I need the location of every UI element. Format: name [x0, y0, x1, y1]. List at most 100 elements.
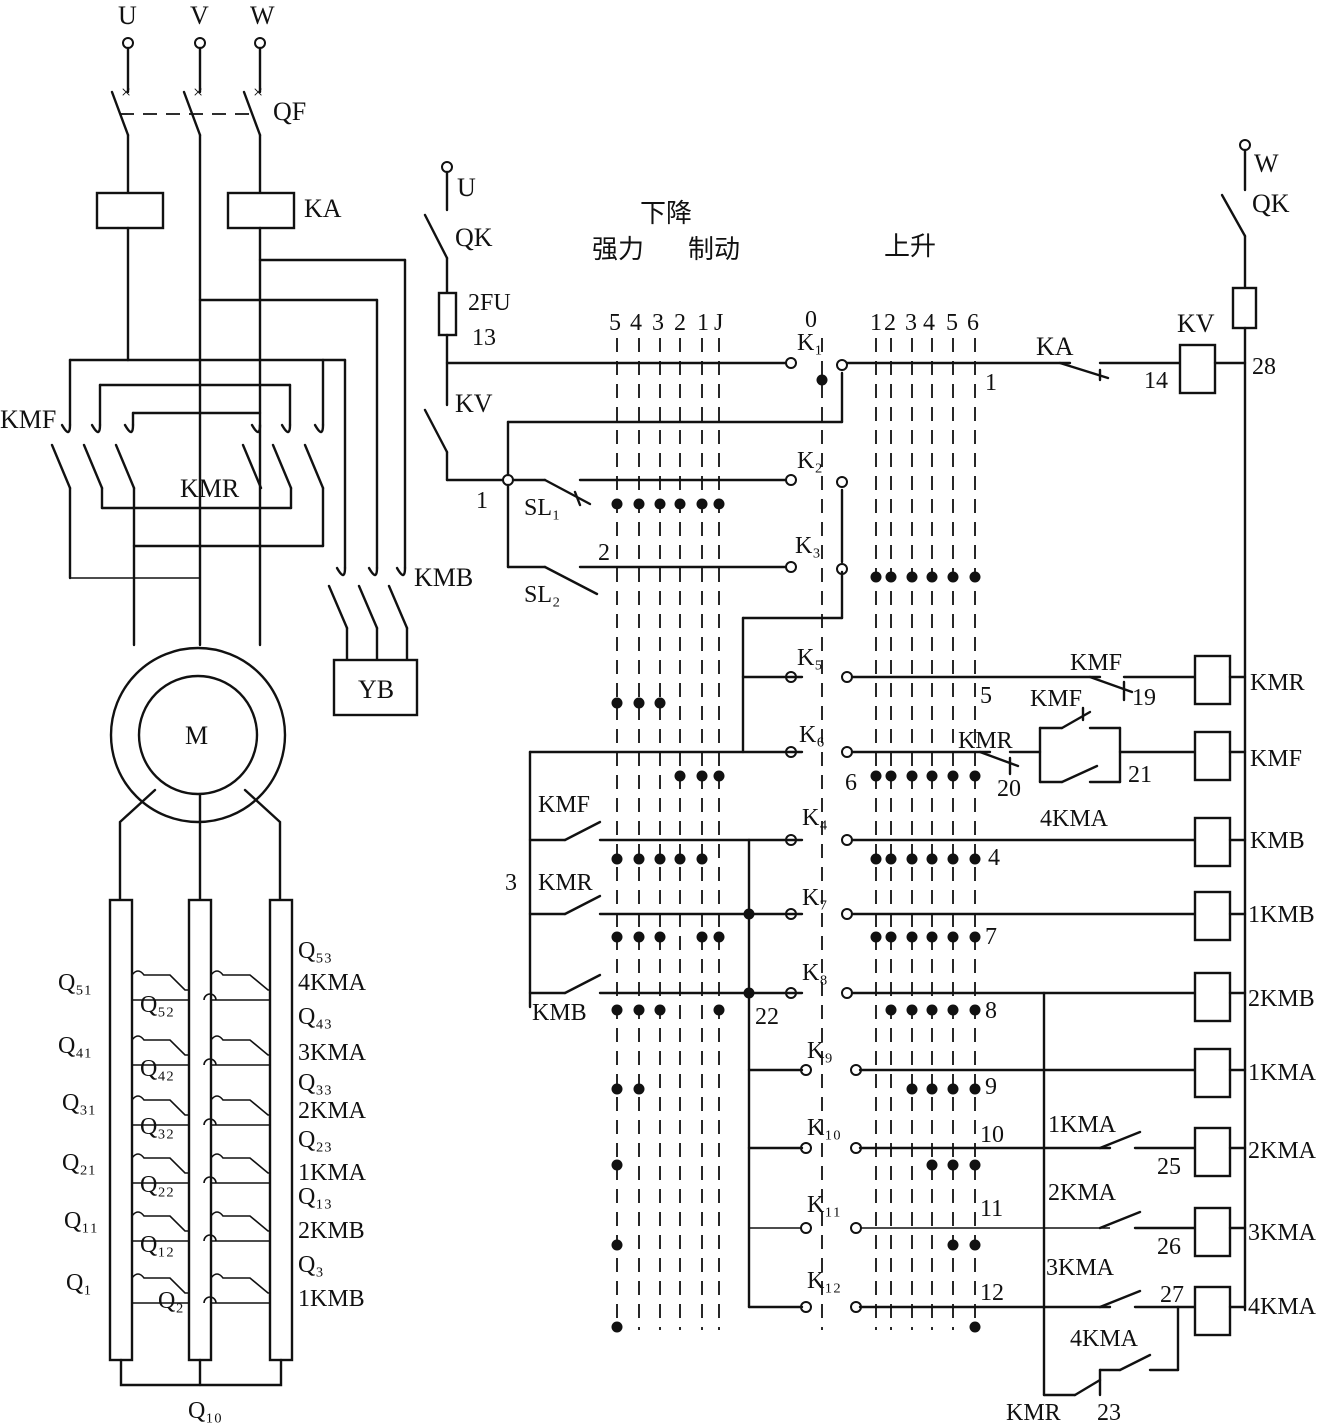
dot-k10-u4 — [926, 1159, 938, 1171]
dot-k9-d4 — [633, 1083, 645, 1095]
svg-text:×: × — [121, 82, 131, 102]
dot-k10-u5 — [947, 1159, 959, 1171]
dot-k6-u4 — [926, 770, 938, 782]
dot-k3-u4 — [926, 571, 938, 583]
dot-k5-d5 — [611, 697, 623, 709]
label-14: 14 — [1144, 368, 1168, 394]
resistor-phase-1 — [108, 898, 134, 1362]
label-kmf-19: KMF — [1070, 650, 1122, 676]
coil-4kma — [1193, 1285, 1232, 1337]
tap-hook-0 — [203, 993, 217, 1001]
pos-dj: J — [714, 310, 723, 336]
pos-u6: 6 — [967, 310, 979, 336]
contact-k5-right-terminal — [841, 671, 853, 683]
label-6-left: 6 — [845, 770, 857, 796]
coil-kmb — [1193, 816, 1232, 868]
dot-k9-d5 — [611, 1083, 623, 1095]
dot-k7-u5 — [947, 931, 959, 943]
label-k10: K₁₀ — [807, 1115, 841, 1141]
pos-u1: 1 — [870, 310, 882, 336]
dot-k11-u6 — [969, 1239, 981, 1251]
tap-left-4 — [131, 1211, 189, 1232]
coil-2kmb — [1193, 971, 1232, 1023]
svg-text:×: × — [253, 82, 263, 102]
dot-k7-d4 — [633, 931, 645, 943]
dot-k4-u4 — [926, 853, 938, 865]
dot-k4-d1 — [696, 853, 708, 865]
dot-k5-d3 — [654, 697, 666, 709]
tap-hook-5 — [203, 1296, 217, 1304]
label-2kma-res: 2KMA — [298, 1098, 367, 1124]
dot-k2-d3 — [654, 498, 666, 510]
label-q43: Q₄₃ — [298, 1004, 332, 1030]
label-25: 25 — [1157, 1154, 1181, 1180]
label-q11: Q₁₁ — [64, 1208, 98, 1234]
dot-k2-d2 — [674, 498, 686, 510]
label-k8: K₈ — [802, 960, 828, 986]
contact-k3-left-terminal — [785, 561, 797, 573]
dot-k11-d5 — [611, 1239, 623, 1251]
label-q1: Q₁ — [66, 1270, 92, 1296]
coil-kv — [1178, 343, 1217, 395]
label-3kma-res: 3KMA — [298, 1040, 367, 1066]
label-q33: Q₃₃ — [298, 1070, 332, 1096]
fuse-right — [1231, 286, 1258, 330]
pos-d1: 1 — [697, 310, 709, 336]
label-q23: Q₂₃ — [298, 1127, 332, 1153]
coil-1kma — [1193, 1047, 1232, 1099]
dot-k8-u6 — [969, 1004, 981, 1016]
dot-k2-dj — [713, 498, 725, 510]
label-4kma-self: 4KMA — [1070, 1326, 1139, 1352]
dot-k11-u5 — [947, 1239, 959, 1251]
controller-contacts — [785, 357, 862, 1313]
label-kmr-bottom: KMR — [1006, 1400, 1061, 1425]
tap-right-4 — [210, 1211, 270, 1232]
label-w-ctrl: W — [1254, 149, 1279, 178]
label-kv-contact: KV — [455, 389, 493, 418]
dot-k12-d5 — [611, 1321, 623, 1333]
tap-hook-1 — [203, 1058, 217, 1066]
dot-k8-dj — [713, 1004, 725, 1016]
label-q10: Q₁₀ — [188, 1398, 222, 1424]
label-coil-4kma: 4KMA — [1248, 1294, 1317, 1320]
label-kmb-main: KMB — [414, 563, 473, 592]
dot-k7-u4 — [926, 931, 938, 943]
controller-closure-dots — [611, 374, 981, 1333]
label-27: 27 — [1160, 1282, 1184, 1308]
label-k2: K₂ — [797, 448, 823, 474]
label-u-ctrl: U — [457, 173, 476, 202]
pos-d3: 3 — [652, 310, 664, 336]
dot-k4-u2 — [885, 853, 897, 865]
dot-k9-u5 — [947, 1083, 959, 1095]
label-q52: Q₅₂ — [140, 992, 174, 1018]
label-22: 22 — [755, 1004, 779, 1030]
label-k3: K₃ — [795, 533, 821, 559]
label-q53: Q₅₃ — [298, 938, 332, 964]
label-kmf-main: KMF — [0, 405, 56, 434]
label-1kmb-res: 1KMB — [298, 1286, 365, 1312]
dot-k6-u2 — [885, 770, 897, 782]
dot-k7-u1 — [870, 931, 882, 943]
label-kmf-top: KMF — [1030, 686, 1082, 712]
dot-k4-d3 — [654, 853, 666, 865]
contact-k8-right-terminal — [841, 987, 853, 999]
label-k11: K₁₁ — [807, 1192, 841, 1218]
contact-k1-right-terminal — [836, 359, 848, 371]
dot-k4-d4 — [633, 853, 645, 865]
label-ascend: 上升 — [884, 232, 936, 261]
dot-k8-u4 — [926, 1004, 938, 1016]
label-k12: K₁₂ — [807, 1268, 841, 1294]
label-q2: Q₂ — [158, 1288, 184, 1314]
dot-k10-d5 — [611, 1159, 623, 1171]
control-circuit: U QK 2FU 13 KV 1 SL₁ 2 SL₂ 下降 强力 — [423, 139, 1317, 1425]
tap-left-3 — [131, 1153, 189, 1174]
label-descend: 下降 — [640, 199, 692, 228]
pos-u4: 4 — [923, 310, 935, 336]
label-w: W — [250, 1, 275, 30]
label-q32: Q₃₂ — [140, 1114, 174, 1140]
terminal-u — [122, 37, 134, 49]
label-coil-kmr: KMR — [1250, 670, 1305, 696]
coil-1kmb — [1193, 890, 1232, 942]
terminal-v — [194, 37, 206, 49]
label-1kma-res: 1KMA — [298, 1160, 367, 1186]
